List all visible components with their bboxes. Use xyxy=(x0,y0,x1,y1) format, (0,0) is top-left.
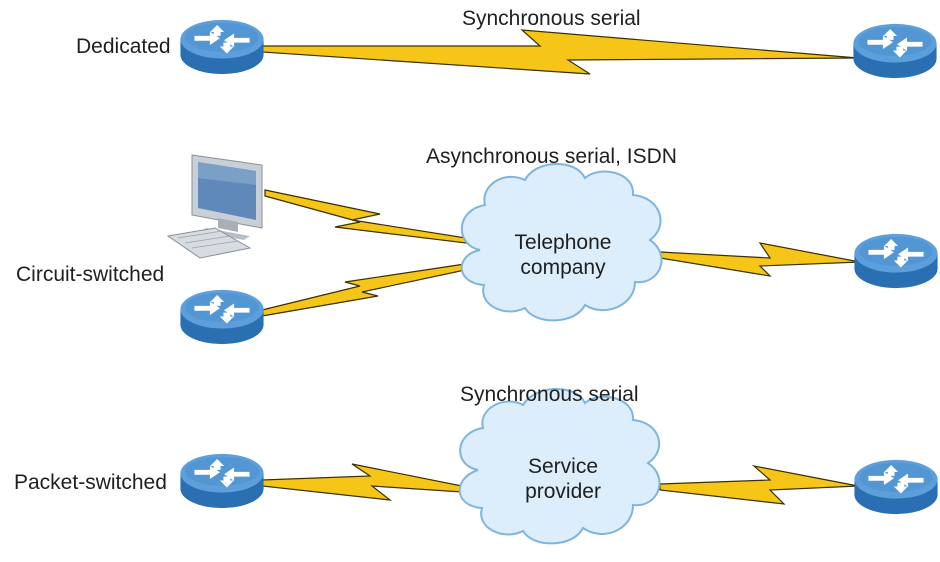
cloud-icon xyxy=(458,388,661,545)
computer-icon xyxy=(166,154,263,259)
dedicated-label: Dedicated xyxy=(76,35,171,58)
dedicated-link xyxy=(261,29,859,75)
cloud-label-line-2: provider xyxy=(525,480,601,504)
cloud-label-line-1: Telephone xyxy=(514,231,612,254)
router-icon xyxy=(179,19,265,75)
provider-to-router-link xyxy=(659,464,859,505)
router-icon xyxy=(853,233,939,289)
router-icon xyxy=(179,453,265,509)
dedicated-link-label: Synchronous serial xyxy=(462,7,641,30)
cloud-icon xyxy=(460,163,663,322)
router-to-provider-link xyxy=(261,463,463,501)
service-provider-cloud-label: Service provider xyxy=(503,454,623,504)
router-to-telco-link xyxy=(261,263,466,317)
telephone-company-cloud-label: Telephone company xyxy=(503,230,623,280)
circuit-link-label: Asynchronous serial, ISDN xyxy=(426,145,677,168)
router-icon xyxy=(853,459,939,515)
telco-to-router-link xyxy=(659,242,861,277)
circuit-switched-label: Circuit-switched xyxy=(16,263,165,286)
computer-to-telco-link xyxy=(264,189,467,244)
cloud-label-line-1: Service xyxy=(527,455,599,478)
router-icon xyxy=(852,23,938,79)
router-icon xyxy=(179,289,265,345)
packet-switched-label: Packet-switched xyxy=(14,471,167,494)
packet-link-label: Synchronous serial xyxy=(460,383,639,406)
cloud-label-line-2: company xyxy=(520,256,606,280)
